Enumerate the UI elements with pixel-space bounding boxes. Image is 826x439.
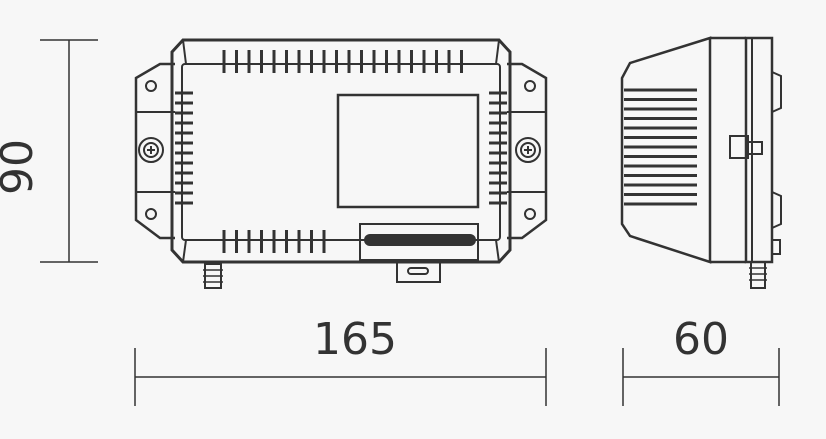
bottom-vent-slots: [222, 230, 326, 253]
right-bottom-hole: [524, 208, 536, 220]
housing-bevel-tr: [495, 39, 500, 65]
front-view: [134, 38, 548, 289]
mounting-tab: [396, 262, 441, 283]
side-top-clip: [771, 71, 782, 113]
left-screw-icon: [138, 137, 164, 163]
cable-connector: [203, 263, 223, 289]
housing-outer: [170, 38, 512, 264]
connector-panel: [359, 223, 479, 261]
side-bottom-clip: [771, 191, 782, 229]
connector-slot: [364, 234, 476, 246]
side-cable-connector: [749, 261, 767, 289]
side-vent-slots: [624, 88, 697, 206]
housing-bevel-br: [495, 239, 500, 263]
depth-dimension: 60: [622, 314, 780, 406]
right-vent-slots: [489, 91, 507, 205]
right-top-hole: [524, 80, 536, 92]
width-dimension: 165: [134, 314, 547, 406]
housing-inner: [181, 63, 501, 241]
left-top-hole: [145, 80, 157, 92]
housing-bevel-tl: [182, 39, 187, 65]
mounting-tab-slot: [407, 267, 429, 275]
side-bottom-nub: [771, 239, 781, 255]
top-vent-slots: [222, 50, 463, 73]
side-mounting-plate: [744, 36, 774, 264]
left-bottom-hole: [145, 208, 157, 220]
left-vent-slots: [175, 91, 193, 205]
left-mounting-flange: [134, 62, 175, 240]
side-view: [620, 36, 782, 289]
height-dimension: 90: [0, 39, 98, 263]
side-center-knob: [747, 141, 763, 155]
housing-bevel-bl: [182, 239, 187, 263]
width-label: 165: [313, 314, 397, 365]
height-label: 90: [0, 139, 43, 195]
label-window: [336, 93, 480, 209]
right-screw-icon: [515, 137, 541, 163]
depth-label: 60: [673, 314, 729, 365]
right-mounting-flange: [507, 62, 548, 240]
side-housing: [620, 36, 712, 264]
